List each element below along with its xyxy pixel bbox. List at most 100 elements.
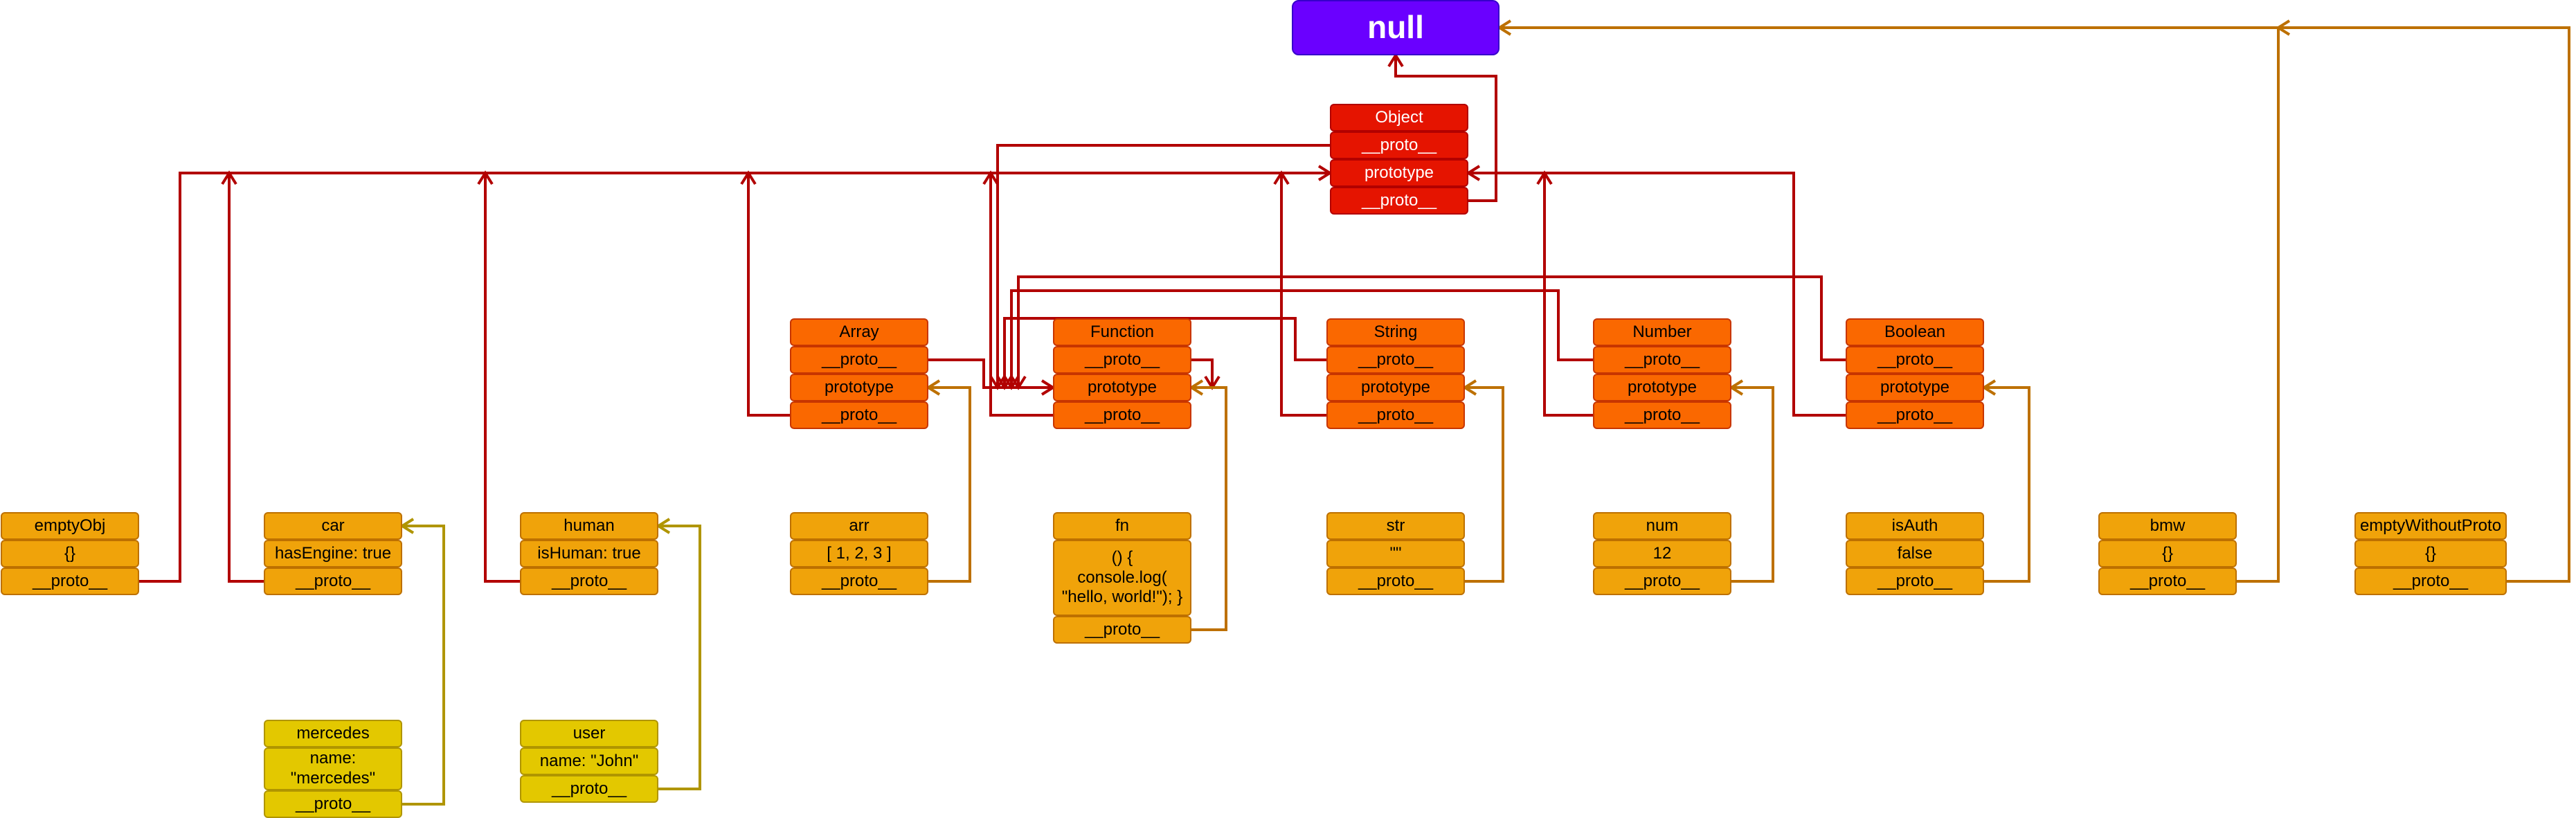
red-conn-number-proto-arrowhead xyxy=(1003,375,1020,390)
red-conn-array-arrowhead xyxy=(740,170,757,185)
object-title: Object xyxy=(1330,104,1468,131)
user-title: user xyxy=(520,720,658,747)
isauth-value: false xyxy=(1846,540,1984,567)
amber-conn-fn xyxy=(1191,386,1227,631)
bmw-proto-field: __proto__ xyxy=(2098,567,2237,595)
emptyobj-title: emptyObj xyxy=(1,512,139,540)
red-conn-emptyobj xyxy=(139,172,1330,583)
emptyobj-proto-field: __proto__ xyxy=(1,567,139,595)
fn-title: fn xyxy=(1053,512,1191,540)
arr-title: arr xyxy=(790,512,928,540)
human-proto-field: __proto__ xyxy=(520,567,658,595)
red-conn-car-arrowhead xyxy=(221,170,237,185)
isauth-title: isAuth xyxy=(1846,512,1984,540)
red-conn-number xyxy=(1543,173,1593,417)
number-prototype-proto-field: __proto__ xyxy=(1593,401,1731,429)
object-prototype-proto-field: __proto__ xyxy=(1330,187,1468,215)
fn-value: () { console.log( "hello, world!"); } xyxy=(1053,540,1191,616)
string-prototype-proto-field: __proto__ xyxy=(1326,401,1465,429)
bmw-value: {} xyxy=(2098,540,2237,567)
human-value: isHuman: true xyxy=(520,540,658,567)
arr-proto-field: __proto__ xyxy=(790,567,928,595)
amber-conn-fn-arrowhead xyxy=(1189,379,1204,396)
mercedes-proto-field: __proto__ xyxy=(264,790,402,818)
red-conn-human-arrowhead xyxy=(477,170,494,185)
user-value: name: "John" xyxy=(520,747,658,775)
function-prototype-field: prototype xyxy=(1053,374,1191,401)
object-proto-field: __proto__ xyxy=(1330,131,1468,159)
amber-conn-isauth xyxy=(1984,386,2030,583)
car-title: car xyxy=(264,512,402,540)
red-conn-array xyxy=(747,173,790,417)
red-conn-boolean-proto-arrowhead xyxy=(1010,375,1027,390)
red-conn-function-arrowhead xyxy=(982,170,999,185)
red-conn-string-proto-arrowhead xyxy=(996,375,1013,390)
yellow-conn-user xyxy=(658,525,701,790)
boolean-prototype-field: prototype xyxy=(1846,374,1984,401)
null-node: null xyxy=(1292,0,1499,55)
num-proto-field: __proto__ xyxy=(1593,567,1731,595)
bmw-title: bmw xyxy=(2098,512,2237,540)
red-conn-boolean-arrowhead xyxy=(1466,165,1481,181)
yellow-conn-user-arrowhead xyxy=(656,518,671,534)
num-title: num xyxy=(1593,512,1731,540)
human-title: human xyxy=(520,512,658,540)
amber-conn-isauth-arrowhead xyxy=(1981,379,1997,396)
str-proto-field: __proto__ xyxy=(1326,567,1465,595)
string-proto-field: __proto__ xyxy=(1326,346,1465,374)
amber-conn-emptywithoutproto xyxy=(2278,26,2570,583)
object-prototype-field: prototype xyxy=(1330,159,1468,187)
red-conn-object-null xyxy=(1394,55,1497,202)
boolean-title: Boolean xyxy=(1846,318,1984,346)
amber-conn-bmw-arrowhead xyxy=(1497,19,1512,36)
array-prototype-proto-field: __proto__ xyxy=(790,401,928,429)
emptywithoutproto-title: emptyWithoutProto xyxy=(2354,512,2507,540)
fn-proto-field: __proto__ xyxy=(1053,616,1191,644)
array-proto-field: __proto__ xyxy=(790,346,928,374)
number-prototype-field: prototype xyxy=(1593,374,1731,401)
mercedes-value: name: "mercedes" xyxy=(264,747,402,790)
red-conn-number-proto xyxy=(1010,289,1593,388)
red-conn-boolean xyxy=(1468,172,1846,417)
red-conn-boolean-proto xyxy=(1017,275,1846,388)
amber-conn-arr-arrowhead xyxy=(926,379,941,396)
string-title: String xyxy=(1326,318,1465,346)
function-title: Function xyxy=(1053,318,1191,346)
red-conn-string-proto xyxy=(1003,317,1326,388)
red-conn-object-proto xyxy=(996,144,1330,388)
red-conn-function-proto xyxy=(1191,358,1214,388)
array-title: Array xyxy=(790,318,928,346)
red-conn-human xyxy=(484,173,520,583)
emptyobj-value: {} xyxy=(1,540,139,567)
car-proto-field: __proto__ xyxy=(264,567,402,595)
amber-conn-str xyxy=(1465,386,1504,583)
yellow-conn-mercedes-arrowhead xyxy=(399,518,415,534)
amber-conn-num-arrowhead xyxy=(1729,379,1744,396)
isauth-proto-field: __proto__ xyxy=(1846,567,1984,595)
red-conn-string-arrowhead xyxy=(1273,170,1290,185)
boolean-prototype-proto-field: __proto__ xyxy=(1846,401,1984,429)
function-prototype-proto-field: __proto__ xyxy=(1053,401,1191,429)
number-title: Number xyxy=(1593,318,1731,346)
amber-conn-arr xyxy=(928,386,971,583)
str-title: str xyxy=(1326,512,1465,540)
number-proto-field: __proto__ xyxy=(1593,346,1731,374)
red-conn-car xyxy=(228,173,264,583)
arr-value: [ 1, 2, 3 ] xyxy=(790,540,928,567)
amber-conn-emptywithoutproto-arrowhead xyxy=(2276,19,2291,36)
user-proto-field: __proto__ xyxy=(520,775,658,803)
emptywithoutproto-value: {} xyxy=(2354,540,2507,567)
red-conn-string xyxy=(1280,173,1326,417)
function-proto-field: __proto__ xyxy=(1053,346,1191,374)
amber-conn-str-arrowhead xyxy=(1462,379,1477,396)
red-conn-function xyxy=(989,173,1053,417)
mercedes-title: mercedes xyxy=(264,720,402,747)
red-conn-object-null-arrowhead xyxy=(1387,53,1404,68)
car-value: hasEngine: true xyxy=(264,540,402,567)
string-prototype-field: prototype xyxy=(1326,374,1465,401)
amber-conn-bmw xyxy=(1499,26,2280,583)
boolean-proto-field: __proto__ xyxy=(1846,346,1984,374)
emptywithoutproto-proto-field: __proto__ xyxy=(2354,567,2507,595)
